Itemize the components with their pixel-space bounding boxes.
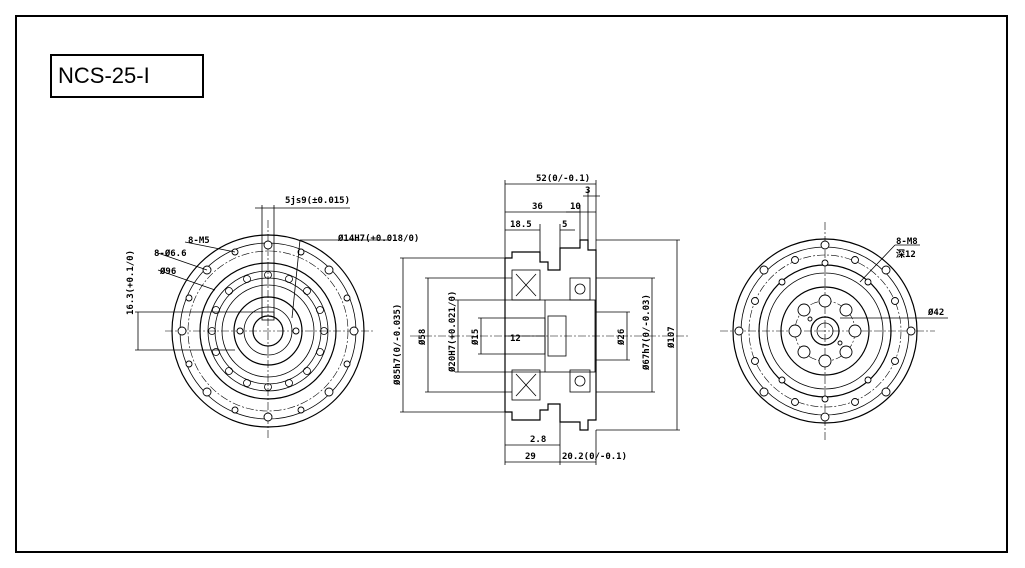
side-dim-36: 36 [532, 202, 543, 212]
side-dim-2-8: 2.8 [530, 435, 546, 445]
front-through-holes-label: 8-Ø6.6 [154, 248, 187, 259]
side-dia-107: Ø107 [666, 326, 677, 349]
side-dia-85: Ø85h7(0/-0.035) [392, 304, 403, 386]
rear-depth-label: 深12 [896, 248, 916, 260]
side-view: 52(0/-0.1) 36 10 3 18.5 5 Ø85h7(0/-0.035… [392, 174, 690, 465]
side-dim-20-2: 20.2(0/-0.1) [562, 452, 627, 462]
side-dim-18-5: 18.5 [510, 220, 532, 230]
model-title: NCS-25-I [50, 54, 204, 98]
side-dim-12: 12 [510, 334, 521, 344]
side-overall-length: 52(0/-0.1) [536, 174, 590, 184]
front-keyway-label: 5js9(±0.015) [285, 195, 350, 206]
rear-bolt-holes [734, 240, 916, 422]
side-dia-15: Ø15 [470, 329, 481, 346]
front-tapped-holes-label: 8-M5 [188, 236, 210, 246]
rear-inner-holes [788, 294, 862, 368]
front-key-height-label: 16.3(+0.1/0) [126, 250, 136, 315]
front-view: 5js9(±0.015) Ø14H7(+0.018/0) 8-M5 8-Ø6.6… [126, 195, 419, 440]
front-pcd-label: Ø96 [159, 266, 176, 277]
side-dia-20: Ø20H7(+0.021/0) [447, 291, 458, 373]
front-bolt-holes [177, 240, 359, 422]
side-dim-10: 10 [570, 202, 581, 212]
front-rollers [208, 271, 328, 391]
side-dia-58: Ø58 [417, 329, 428, 346]
side-dia-67: Ø67h7(0/-0.03) [641, 294, 652, 371]
side-dim-5: 5 [562, 220, 567, 230]
side-dim-3: 3 [585, 186, 590, 196]
rear-tapped-holes-label: 8-M8 [896, 237, 918, 247]
drawing-frame [15, 15, 1008, 553]
rear-bore-label: Ø42 [927, 307, 944, 318]
front-bore-label: Ø14H7(+0.018/0) [337, 233, 419, 244]
side-dim-29: 29 [525, 452, 536, 462]
side-dia-26: Ø26 [616, 329, 627, 346]
rear-view: 8-M8 深12 Ø42 [720, 222, 948, 440]
